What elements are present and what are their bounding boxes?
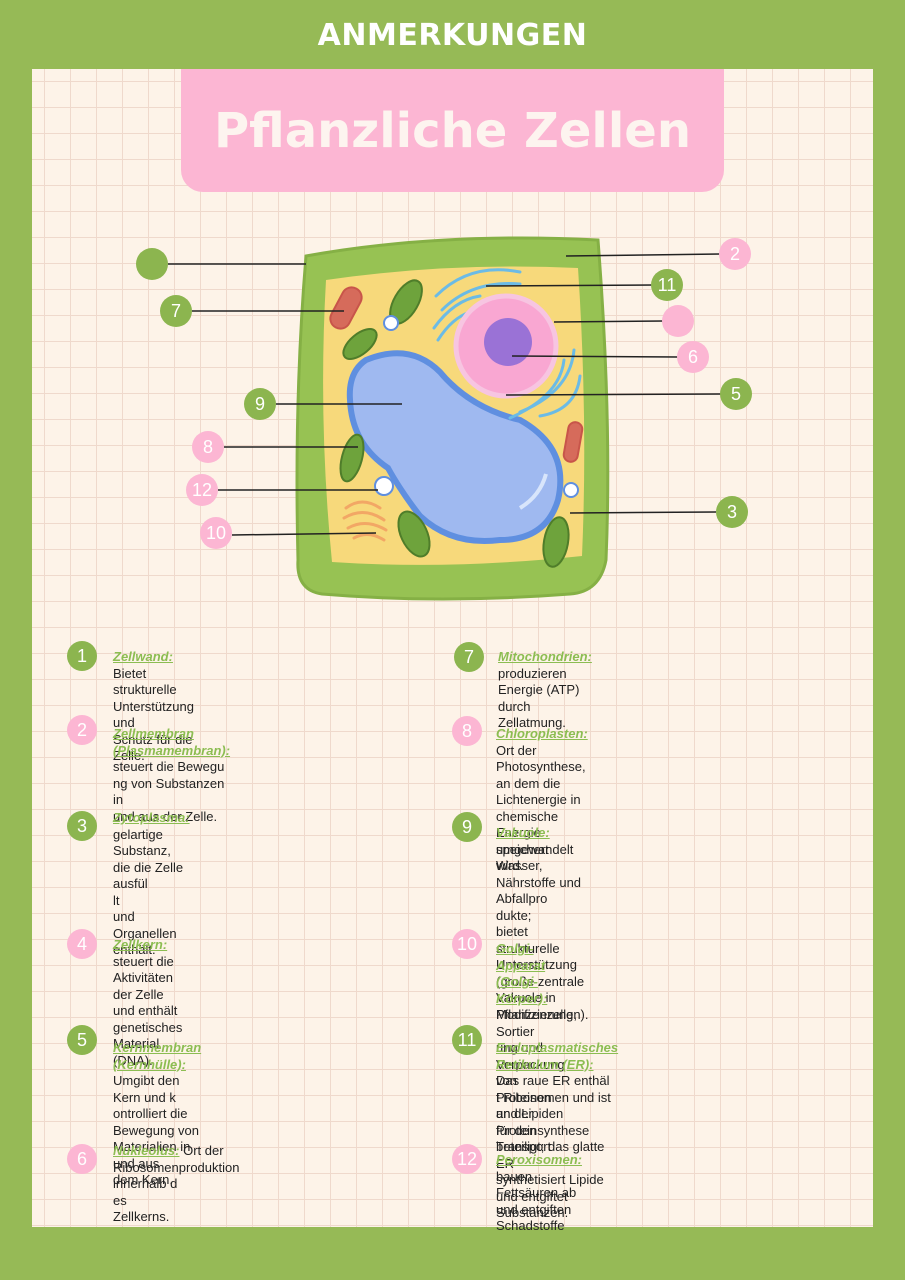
legend-text: Umgibt den Kern und k ontrolliert die Be… <box>113 1073 200 1187</box>
label-number: 6 <box>688 347 698 367</box>
diagram-label-12: 12 <box>186 474 218 506</box>
legend-number-badge: 2 <box>67 715 97 745</box>
label-circle <box>651 269 683 301</box>
legend-description: Chloroplasten: Ort der Photosynthese, an… <box>496 726 588 875</box>
legend-text: Das raue ER enthäl t Ribosomen und ist a… <box>496 1073 611 1220</box>
diagram-label-5: 5 <box>720 378 752 410</box>
legend-term: Zellkern: <box>113 937 168 952</box>
label-circle <box>720 378 752 410</box>
legend-term: Endoplasmatisches Retikulum (ER): <box>496 1040 619 1072</box>
legend-term: Vakuole: <box>496 825 550 840</box>
legend-term: Kernmembran (Kernhülle): <box>113 1040 202 1072</box>
legend-description: Kernmembran (Kernhülle): Umgibt den Kern… <box>113 1040 201 1189</box>
legend-description: Zellmembran (Plasmamembran): steuert die… <box>113 726 230 825</box>
label-number: 10 <box>206 523 226 543</box>
label-circle <box>719 238 751 270</box>
label-number: 12 <box>192 480 212 500</box>
legend-description: Zellwand: Bietet strukturelle Unterstütz… <box>113 649 194 765</box>
label-circle <box>192 431 224 463</box>
mitochondria <box>329 286 584 463</box>
legend-number-badge: 10 <box>452 929 482 959</box>
legend-text: produzieren Energie (ATP) durch Zellatmu… <box>498 665 580 731</box>
label-number: 8 <box>203 437 213 457</box>
page-header-title: ANMERKUNGEN <box>317 18 588 53</box>
diagram-label-3: 3 <box>716 496 748 528</box>
legend-number-badge: 11 <box>452 1025 482 1055</box>
diagram-label-2: 2 <box>719 238 751 270</box>
legend-text: Ort der Photosynthese, an dem die Lichte… <box>496 742 586 874</box>
peroxisomes <box>374 315 579 498</box>
legend-term: Nukleolus: <box>113 1143 180 1158</box>
chloroplasts <box>339 279 570 568</box>
legend-text: bauen Fettsäuren ab und entgiften Schads… <box>496 1168 577 1234</box>
label-circle <box>662 305 694 337</box>
label-circle <box>160 295 192 327</box>
legend-term: Golgi-Apparat (Golgi-Körper): <box>496 941 548 1006</box>
diagram-label-7: 7 <box>160 295 192 327</box>
legend-term: Zytoplasma: <box>113 810 190 825</box>
label-circle <box>186 474 218 506</box>
diagram-label-8: 8 <box>192 431 224 463</box>
diagram-label-10: 10 <box>200 517 232 549</box>
legend-description: Golgi-Apparat (Golgi-Körper): Modifizier… <box>496 941 577 1156</box>
legend-description: Peroxisomen: bauen Fettsäuren ab und ent… <box>496 1152 582 1235</box>
legend-description: Mitochondrien: produzieren Energie (ATP)… <box>498 649 592 732</box>
label-circle <box>200 517 232 549</box>
label-circles: 2 11 7 6 9 5 8 12 3 10 <box>136 238 752 549</box>
label-number: 11 <box>658 275 677 295</box>
label-number: 5 <box>731 384 741 404</box>
label-number: 3 <box>727 502 737 522</box>
legend-number-badge: 1 <box>67 641 97 671</box>
diagram-label-6: 6 <box>677 341 709 373</box>
legend-number-badge: 6 <box>67 1144 97 1174</box>
label-number: 2 <box>730 244 740 264</box>
legend-description: Zellkern: steuert die Aktivitäten der Ze… <box>113 937 182 1069</box>
legend-text: speichert Wasser, Nährstoffe und Abfallp… <box>496 841 589 1022</box>
legend-number-badge: 3 <box>67 811 97 841</box>
legend-description: Vakuole: speichert Wasser, Nährstoffe un… <box>496 825 589 1023</box>
legend-term: Chloroplasten: <box>496 726 588 741</box>
legend-number-badge: 8 <box>452 716 482 746</box>
label-circle <box>244 388 276 420</box>
diagram-label-blank-4 <box>662 305 694 337</box>
legend-description: Zytoplasma: gelartige Substanz, die die … <box>113 810 190 959</box>
legend-term: Mitochondrien: <box>498 649 592 664</box>
legend-text: steuert die Aktivitäten der Zelle und en… <box>113 953 183 1068</box>
legend-description: Endoplasmatisches Retikulum (ER): Das ra… <box>496 1040 618 1222</box>
legend-description: Nukleolus: Ort der Ribosomenproduktion i… <box>113 1143 239 1226</box>
legend-text: Ort der Ribosomenproduktion innerhalb d … <box>113 1143 240 1224</box>
golgi-apparatus <box>342 500 388 542</box>
page-title: Pflanzliche Zellen <box>213 102 692 159</box>
label-circle <box>677 341 709 373</box>
legend-number-badge: 9 <box>452 812 482 842</box>
diagram-label-9: 9 <box>244 388 276 420</box>
legend-text: Bietet strukturelle Unterstützung und Sc… <box>113 665 194 764</box>
legend-number-badge: 7 <box>454 642 484 672</box>
title-banner: Pflanzliche Zellen <box>181 69 724 192</box>
label-number: 7 <box>171 301 181 321</box>
legend-term: Peroxisomen: <box>496 1152 582 1167</box>
label-number: 9 <box>255 394 265 414</box>
legend-number-badge: 12 <box>452 1144 482 1174</box>
diagram-label-11: 11 <box>651 269 683 301</box>
label-circle <box>716 496 748 528</box>
legend-text: Modifizierung, Sortier ung und Verpackun… <box>496 1007 577 1154</box>
nucleolus <box>484 318 532 366</box>
label-leader-lines <box>168 253 723 536</box>
legend-number-badge: 4 <box>67 929 97 959</box>
legend-text: steuert die Bewegu ng von Substanzen in … <box>113 759 225 824</box>
diagram-label-blank-0 <box>136 248 168 280</box>
label-circle <box>136 248 168 280</box>
legend-term: Zellwand: <box>113 649 173 664</box>
legend-text: gelartige Substanz, die die Zelle ausfül… <box>113 826 184 958</box>
legend-number-badge: 5 <box>67 1025 97 1055</box>
legend-term: Zellmembran (Plasmamembran): <box>113 726 231 758</box>
